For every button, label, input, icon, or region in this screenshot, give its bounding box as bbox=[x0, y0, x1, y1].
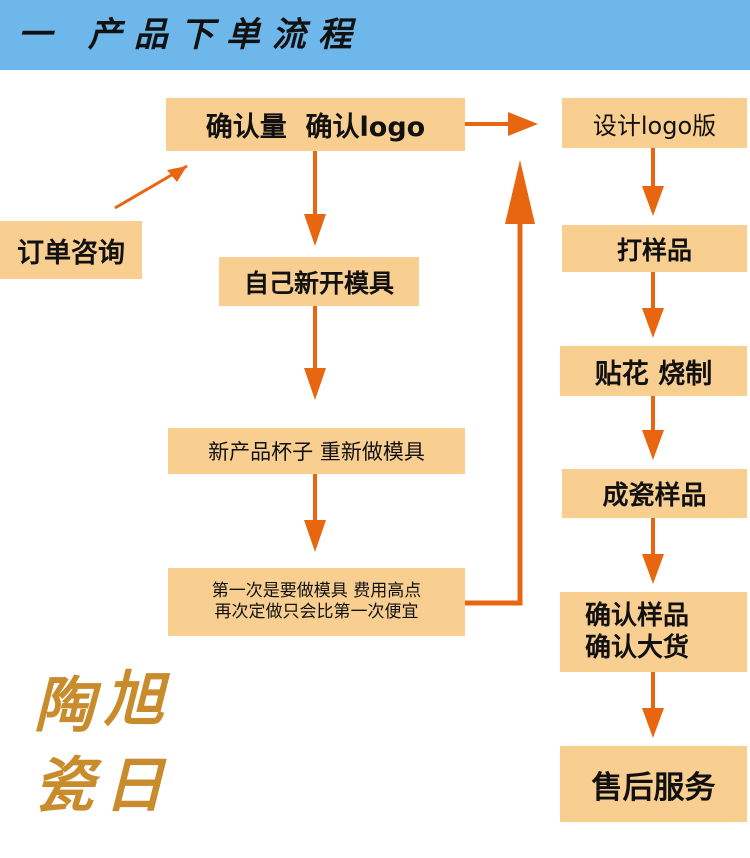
node-confirm-qty-logo-label: 确认量 确认logo bbox=[205, 112, 426, 143]
header-bar: 一 产品下单流程 bbox=[0, 0, 750, 70]
node-porcelain-sample: 成瓷样品 bbox=[562, 469, 747, 518]
node-after-sales-label: 售后服务 bbox=[591, 769, 716, 806]
node-make-mold: 自己新开模具 bbox=[219, 257, 419, 306]
node-sample-label: 打样品 bbox=[616, 235, 692, 265]
node-after-sales: 售后服务 bbox=[560, 746, 747, 822]
confirm-line-1: 确认样品 bbox=[585, 600, 690, 631]
node-design-logo-label: 设计logo版 bbox=[592, 111, 717, 140]
brand-char-4: 日 bbox=[104, 751, 164, 821]
node-decal-fire-label: 贴花 烧制 bbox=[594, 358, 713, 390]
arrowhead-confirm-to-design bbox=[508, 112, 538, 136]
arrowhead-note-to-design bbox=[505, 160, 535, 224]
confirm-line-2: 确认大货 bbox=[585, 633, 690, 663]
node-order-inquiry: 订单咨询 bbox=[0, 221, 142, 279]
page-title: 一 产品下单流程 bbox=[18, 15, 364, 55]
node-porcelain-sample-label: 成瓷样品 bbox=[602, 481, 707, 511]
node-decal-fire: 贴花 烧制 bbox=[560, 346, 747, 396]
brand-char-2: 旭 bbox=[104, 665, 164, 735]
node-sample: 打样品 bbox=[562, 225, 747, 272]
node-confirm-qty-logo: 确认量 确认logo bbox=[166, 98, 465, 151]
node-design-logo: 设计logo版 bbox=[562, 98, 747, 148]
node-confirm-sample-bulk: 确认样品 确认大货 bbox=[560, 592, 747, 672]
arrow-note-to-design bbox=[465, 220, 523, 606]
arrowhead-newproduct-to-note bbox=[304, 520, 326, 552]
arrowhead-confirm-to-aftersales bbox=[642, 708, 664, 738]
brand-char-1: 陶 bbox=[34, 671, 94, 741]
arrowhead-porcelain-to-confirm bbox=[642, 554, 664, 584]
node-new-product-mold: 新产品杯子 重新做模具 bbox=[168, 428, 465, 474]
node-make-mold-label: 自己新开模具 bbox=[243, 268, 394, 298]
arrowhead-design-to-sample bbox=[642, 186, 664, 216]
note-line-2: 再次定做只会比第一次便宜 bbox=[214, 602, 419, 622]
note-line-1: 第一次是要做模具 费用高点 bbox=[211, 580, 422, 601]
arrowhead-inquiry-to-confirm bbox=[167, 166, 187, 182]
node-order-inquiry-label: 订单咨询 bbox=[17, 237, 125, 269]
arrowhead-sample-to-decal bbox=[642, 308, 664, 338]
arrowhead-mold-to-newproduct bbox=[304, 368, 326, 400]
arrowhead-decal-to-porcelain bbox=[642, 430, 664, 460]
brand-char-3: 瓷 bbox=[34, 751, 94, 821]
node-mold-cost-note: 第一次是要做模具 费用高点 再次定做只会比第一次便宜 bbox=[168, 568, 465, 636]
arrowhead-confirm-to-mold bbox=[304, 214, 326, 246]
node-new-product-mold-label: 新产品杯子 重新做模具 bbox=[208, 440, 425, 464]
